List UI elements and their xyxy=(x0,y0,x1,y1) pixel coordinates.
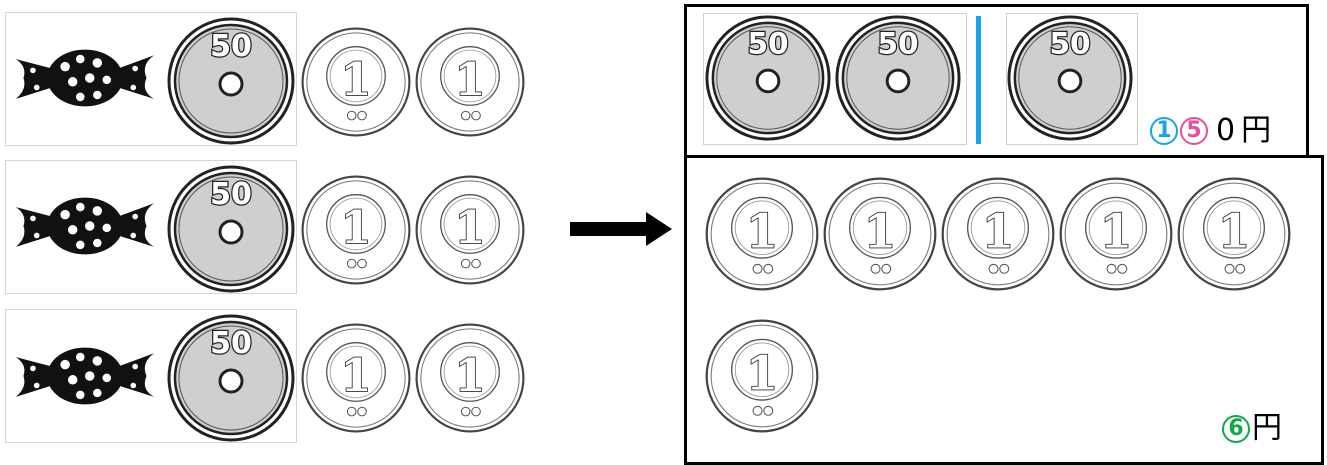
candy-icon xyxy=(14,188,156,264)
coin-50-icon xyxy=(166,16,296,146)
coin-1-icon xyxy=(414,26,526,138)
candy-icon xyxy=(14,40,156,116)
coin-1-icon xyxy=(704,176,820,292)
coin-1-icon xyxy=(414,322,526,434)
divider-line xyxy=(976,16,981,144)
ones-digit-circle: 6 xyxy=(1222,414,1250,443)
coin-50-icon xyxy=(166,164,296,294)
coin-1-icon xyxy=(1058,176,1174,292)
ones-digit: 0 xyxy=(1216,112,1236,148)
coin-1-icon xyxy=(1176,176,1292,292)
coin-1-icon xyxy=(300,322,412,434)
hundreds-digit-circle: 1 xyxy=(1150,116,1178,145)
coin-50-icon xyxy=(704,14,832,142)
candy-icon xyxy=(14,338,156,414)
coin-1-icon xyxy=(300,174,412,286)
coin-50-icon xyxy=(834,14,962,142)
coin-1-icon xyxy=(414,174,526,286)
tens-digit-circle: 5 xyxy=(1180,116,1208,145)
coin-50-icon xyxy=(166,313,296,443)
coin-1-icon xyxy=(704,318,820,434)
coin-50-icon xyxy=(1006,14,1134,142)
yen-unit: 円 xyxy=(1241,112,1272,148)
coin-1-icon xyxy=(822,176,938,292)
right-arrow-icon xyxy=(570,212,672,246)
coin-1-icon xyxy=(300,26,412,138)
coin-1-icon xyxy=(940,176,1056,292)
yen-unit: 円 xyxy=(1252,410,1282,446)
